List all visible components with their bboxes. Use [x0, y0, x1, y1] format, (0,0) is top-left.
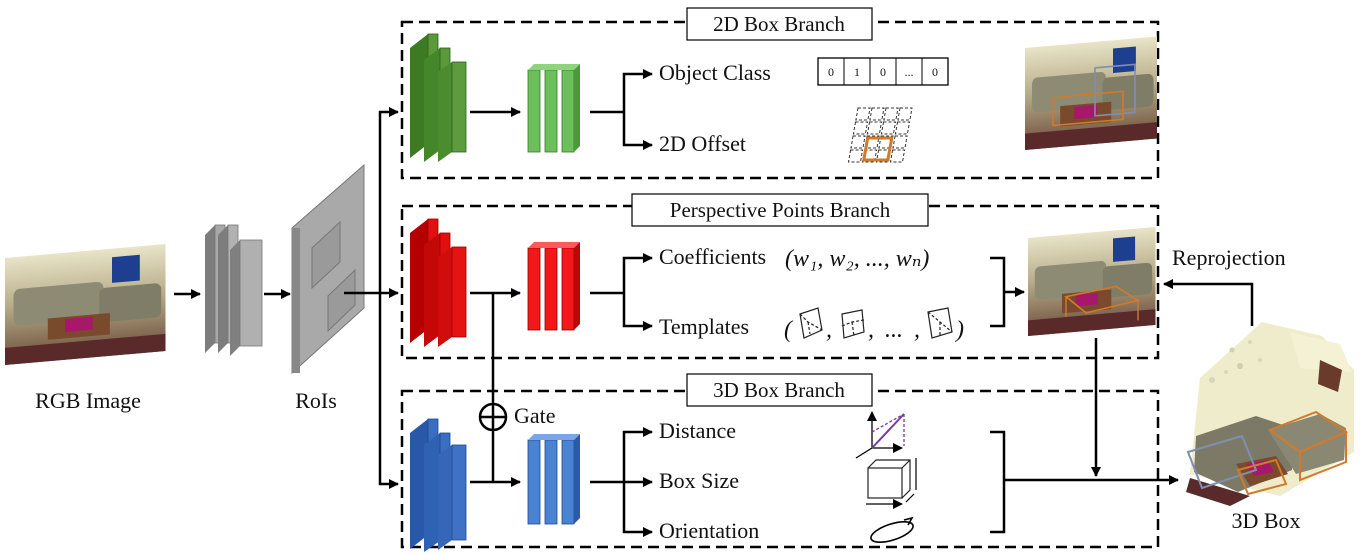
distance-icon: [855, 411, 905, 459]
coefficients-expression: (w₁, w₂, ..., wₙ): [785, 246, 929, 272]
perspective-feature-stack: [410, 218, 467, 347]
svg-text:...: ...: [905, 65, 914, 79]
box2d-result-image: [1025, 36, 1157, 151]
reprojection-label: Reprojection: [1172, 245, 1286, 270]
reprojection-arrow: [1163, 279, 1254, 326]
perspective-merge-bracket: [990, 256, 1025, 328]
perspective-fc-stack: [527, 242, 580, 331]
svg-text:,: ,: [868, 317, 874, 343]
rgb-image: [5, 243, 166, 365]
gate-label: Gate: [514, 403, 556, 428]
gate-icon: [478, 402, 508, 432]
svg-text:): ): [954, 317, 964, 343]
template-cube-icon: [841, 309, 865, 339]
box3d-output-cloud: [1186, 322, 1354, 506]
output-3d-box-label: 3D Box: [1231, 508, 1300, 533]
rgb-image-label: RGB Image: [35, 388, 141, 413]
box3d-branch-title: 3D Box Branch: [686, 373, 873, 407]
offset-2d-label: 2D Offset: [659, 131, 746, 156]
coefficients-label: Coefficients: [659, 244, 766, 269]
backbone-layers: [205, 224, 263, 356]
svg-text:3D Box Branch: 3D Box Branch: [713, 378, 845, 402]
one-hot-vector: 0 1 0 ... 0: [817, 57, 949, 86]
svg-text:2D Box Branch: 2D Box Branch: [713, 12, 845, 36]
perspective-output-arrows: [590, 253, 653, 331]
template-cube-icon: [799, 307, 823, 339]
orientation-label: Orientation: [659, 518, 759, 543]
box2d-branch-title: 2D Box Branch: [686, 7, 873, 41]
box3d-fc-stack: [527, 434, 580, 525]
box3d-feature-stack: [410, 418, 467, 552]
rois-label: RoIs: [295, 388, 337, 413]
rois-feature-map: [291, 163, 365, 375]
box-size-label: Box Size: [659, 468, 739, 493]
distance-label: Distance: [659, 418, 736, 443]
box2d-feature-stack: [410, 33, 467, 162]
box3d-merge-bracket: [990, 430, 1179, 534]
template-cube-icon: [927, 307, 953, 339]
perspective-branch-title: Perspective Points Branch: [631, 193, 929, 227]
svg-text:0: 0: [880, 65, 886, 79]
box2d-output-arrows: [590, 69, 653, 150]
svg-text:...: ...: [885, 317, 903, 343]
svg-text:,: ,: [826, 317, 832, 343]
box3d-output-arrows: [590, 427, 653, 537]
roi-split-arrows: [344, 107, 399, 489]
svg-text:Perspective Points Branch: Perspective Points Branch: [670, 198, 891, 222]
templates-label: Templates: [659, 314, 749, 339]
svg-text:0: 0: [932, 65, 938, 79]
box-size-icon: [866, 458, 917, 509]
svg-text:0: 0: [828, 65, 834, 79]
object-class-label: Object Class: [659, 60, 771, 85]
templates-expression: ( , , ... , ): [784, 307, 964, 343]
svg-text:(: (: [784, 317, 794, 343]
perspective-result-image: [1028, 226, 1156, 336]
svg-text:,: ,: [914, 317, 920, 343]
svg-text:1: 1: [854, 65, 860, 79]
orientation-icon: [870, 516, 914, 544]
box2d-fc-stack: [527, 64, 580, 153]
offset-grid-icon: [847, 107, 913, 163]
